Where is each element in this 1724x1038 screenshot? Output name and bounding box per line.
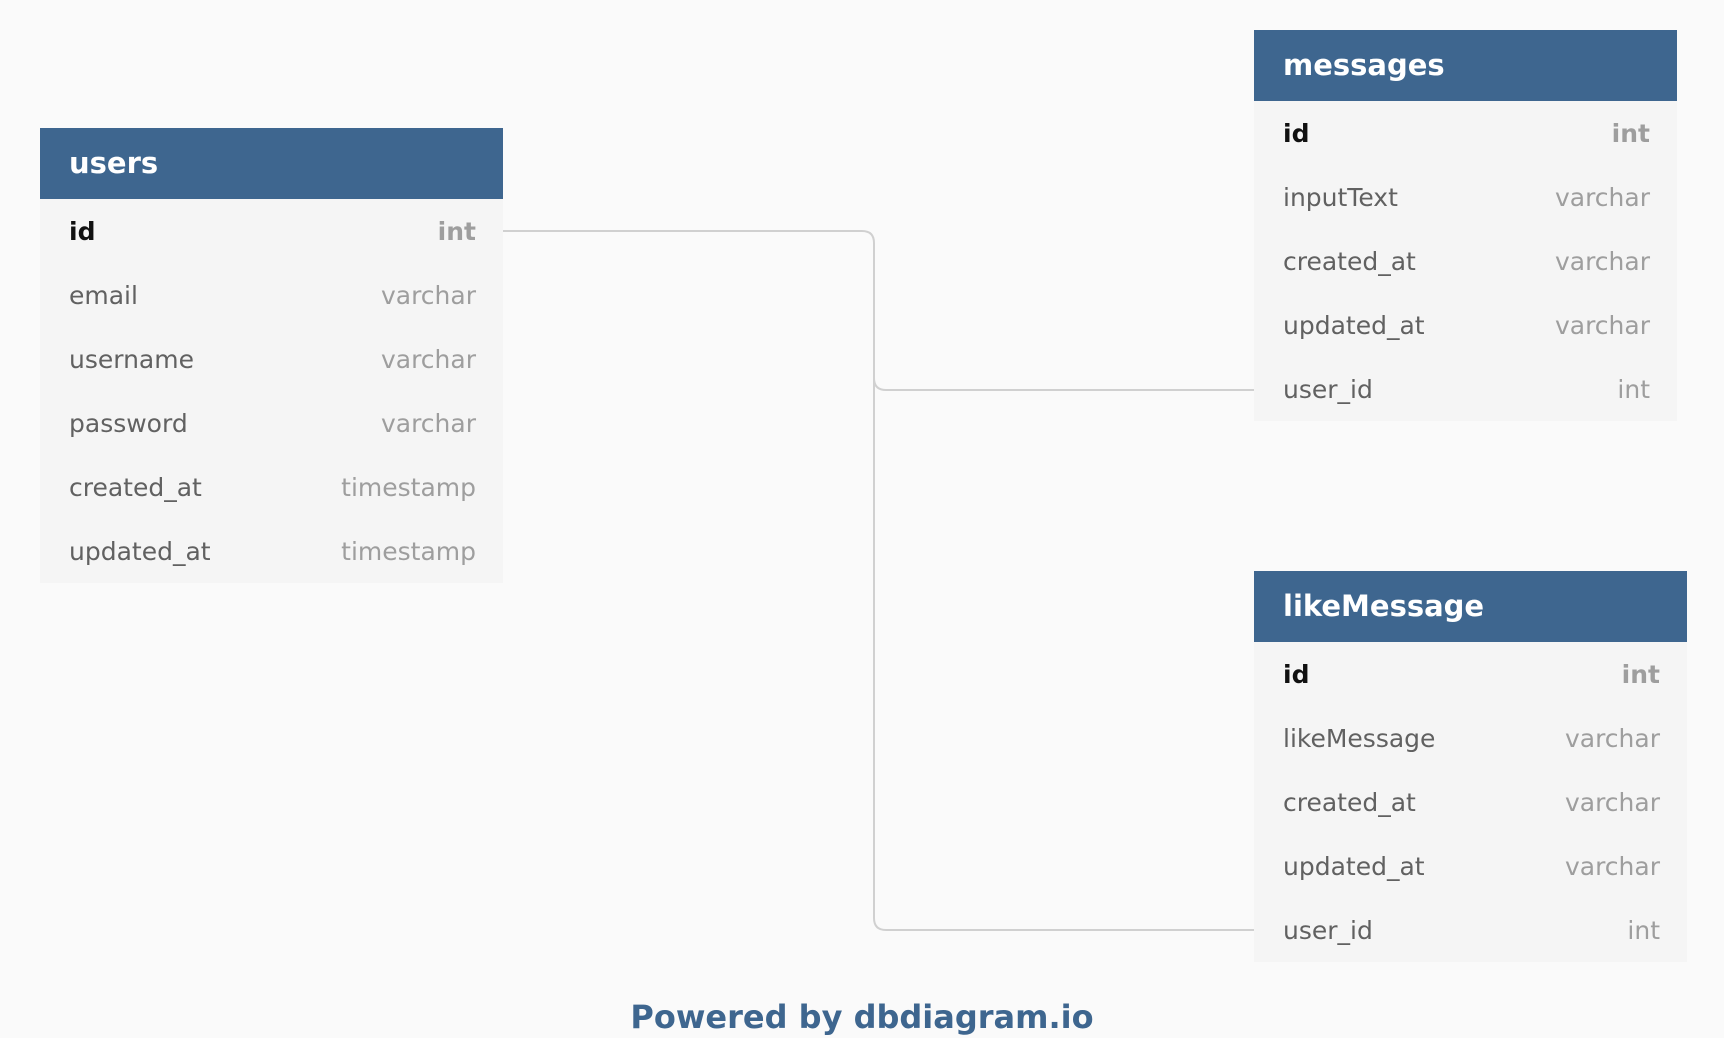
column-name: user_id: [1283, 374, 1373, 404]
column-name: updated_at: [1283, 851, 1425, 881]
column-type: int: [437, 216, 476, 246]
column-row-users-id[interactable]: id int: [40, 199, 503, 263]
column-name: user_id: [1283, 915, 1373, 945]
column-row-users-username[interactable]: username varchar: [40, 327, 503, 391]
column-name: password: [69, 408, 188, 438]
table-header-users[interactable]: users: [40, 128, 503, 199]
column-name: username: [69, 344, 194, 374]
column-row-likemessage-created-at[interactable]: created_at varchar: [1254, 770, 1687, 834]
column-name: id: [69, 216, 96, 246]
column-type: varchar: [1564, 787, 1660, 817]
column-type: timestamp: [341, 536, 476, 566]
column-type: varchar: [1564, 723, 1660, 753]
relationship-users-likemessage[interactable]: [873, 243, 1254, 931]
column-type: int: [1627, 915, 1660, 945]
column-type: varchar: [1554, 182, 1650, 212]
column-row-messages-id[interactable]: id int: [1254, 101, 1677, 165]
column-row-users-created-at[interactable]: created_at timestamp: [40, 455, 503, 519]
column-type: varchar: [380, 344, 476, 374]
column-name: id: [1283, 659, 1310, 689]
powered-by-footer[interactable]: Powered by dbdiagram.io: [630, 998, 1094, 1036]
column-name: updated_at: [1283, 310, 1425, 340]
column-name: created_at: [1283, 787, 1416, 817]
relationship-users-messages[interactable]: [503, 230, 1254, 391]
column-type: int: [1621, 659, 1660, 689]
column-row-messages-created-at[interactable]: created_at varchar: [1254, 229, 1677, 293]
column-name: email: [69, 280, 138, 310]
column-name: id: [1283, 118, 1310, 148]
column-row-users-password[interactable]: password varchar: [40, 391, 503, 455]
column-name: inputText: [1283, 182, 1398, 212]
column-name: updated_at: [69, 536, 211, 566]
column-type: varchar: [380, 408, 476, 438]
column-row-messages-inputtext[interactable]: inputText varchar: [1254, 165, 1677, 229]
column-row-users-updated-at[interactable]: updated_at timestamp: [40, 519, 503, 583]
column-row-messages-updated-at[interactable]: updated_at varchar: [1254, 293, 1677, 357]
table-header-messages[interactable]: messages: [1254, 30, 1677, 101]
table-likemessage[interactable]: likeMessage id int likeMessage varchar c…: [1254, 571, 1687, 962]
column-type: int: [1617, 374, 1650, 404]
table-header-likemessage[interactable]: likeMessage: [1254, 571, 1687, 642]
table-messages[interactable]: messages id int inputText varchar create…: [1254, 30, 1677, 421]
column-type: int: [1611, 118, 1650, 148]
column-name: created_at: [69, 472, 202, 502]
table-users[interactable]: users id int email varchar username varc…: [40, 128, 503, 583]
column-name: likeMessage: [1283, 723, 1436, 753]
column-type: varchar: [1554, 246, 1650, 276]
column-name: created_at: [1283, 246, 1416, 276]
column-type: timestamp: [341, 472, 476, 502]
column-row-likemessage-id[interactable]: id int: [1254, 642, 1687, 706]
column-row-likemessage-updated-at[interactable]: updated_at varchar: [1254, 834, 1687, 898]
column-row-users-email[interactable]: email varchar: [40, 263, 503, 327]
column-type: varchar: [1554, 310, 1650, 340]
column-type: varchar: [380, 280, 476, 310]
column-type: varchar: [1564, 851, 1660, 881]
column-row-messages-user-id[interactable]: user_id int: [1254, 357, 1677, 421]
column-row-likemessage-user-id[interactable]: user_id int: [1254, 898, 1687, 962]
column-row-likemessage-likemessage[interactable]: likeMessage varchar: [1254, 706, 1687, 770]
